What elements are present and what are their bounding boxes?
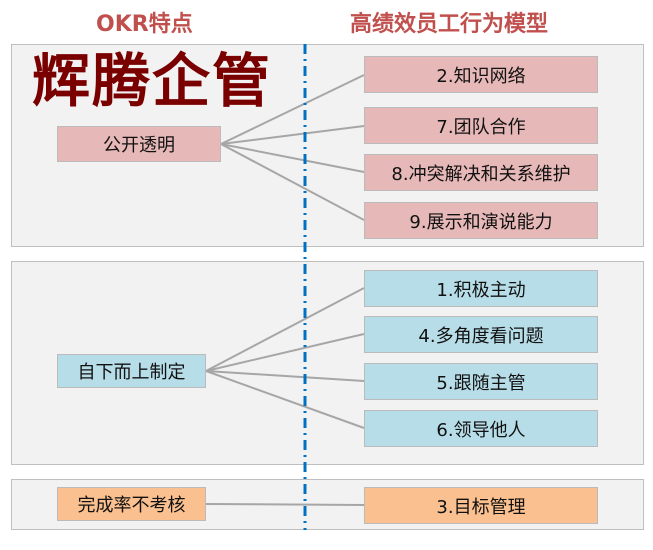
behavior-box: 4.多角度看问题 — [364, 316, 598, 353]
okr-features-header: OKR特点 — [96, 12, 193, 37]
connector — [205, 370, 365, 429]
connector — [220, 125, 365, 145]
connector — [205, 333, 365, 372]
connector — [205, 287, 365, 372]
feature-box: 完成率不考核 — [57, 487, 206, 521]
behavior-box: 3.目标管理 — [364, 487, 598, 524]
behavior-box: 9.展示和演说能力 — [364, 202, 598, 239]
behavior-box: 8.冲突解决和关系维护 — [364, 154, 598, 191]
connector — [205, 503, 365, 506]
feature-box: 公开透明 — [57, 126, 221, 162]
behavior-box: 7.团队合作 — [364, 107, 598, 144]
behavior-model-header: 高绩效员工行为模型 — [350, 12, 549, 37]
connector — [205, 370, 365, 382]
behavior-box: 5.跟随主管 — [364, 363, 598, 400]
feature-box: 自下而上制定 — [57, 354, 206, 388]
behavior-box: 2.知识网络 — [364, 56, 598, 93]
watermark: 辉腾企管 — [32, 47, 273, 115]
behavior-box: 1.积极主动 — [364, 270, 598, 307]
behavior-box: 6.领导他人 — [364, 410, 598, 447]
connector — [220, 143, 365, 173]
connector — [220, 74, 365, 145]
connector — [220, 143, 365, 221]
